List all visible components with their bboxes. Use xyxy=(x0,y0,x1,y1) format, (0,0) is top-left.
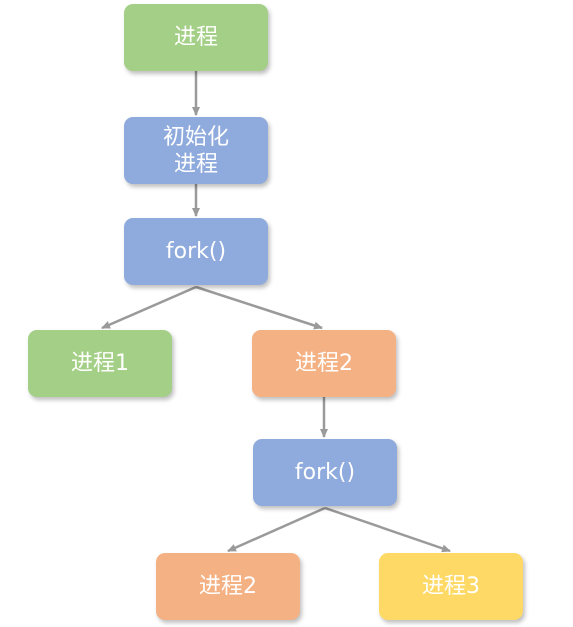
node-fork-2: fork() xyxy=(253,439,397,506)
node-process-2-child: 进程2 xyxy=(156,553,300,620)
node-fork-1-label: fork() xyxy=(165,239,227,264)
node-process-2-label: 进程2 xyxy=(295,351,353,376)
node-fork-1: fork() xyxy=(124,218,268,285)
edge-fork1-to-process1 xyxy=(101,285,197,330)
node-process-2: 进程2 xyxy=(252,330,396,397)
node-process-label: 进程 xyxy=(173,25,218,50)
node-process-1: 进程1 xyxy=(28,330,172,397)
node-process-2-child-label: 进程2 xyxy=(199,574,257,599)
node-init-process-label: 初始化 进程 xyxy=(162,124,229,177)
edge-fork2-to-process2b xyxy=(227,506,326,553)
node-process: 进程 xyxy=(124,4,268,71)
node-process-3: 进程3 xyxy=(379,553,523,620)
node-init-process: 初始化 进程 xyxy=(124,117,268,184)
edge-fork1-to-process2 xyxy=(195,285,323,330)
edge-fork2-to-process3 xyxy=(324,506,451,553)
node-process-3-label: 进程3 xyxy=(422,574,480,599)
node-process-1-label: 进程1 xyxy=(71,351,129,376)
node-fork-2-label: fork() xyxy=(294,460,356,485)
